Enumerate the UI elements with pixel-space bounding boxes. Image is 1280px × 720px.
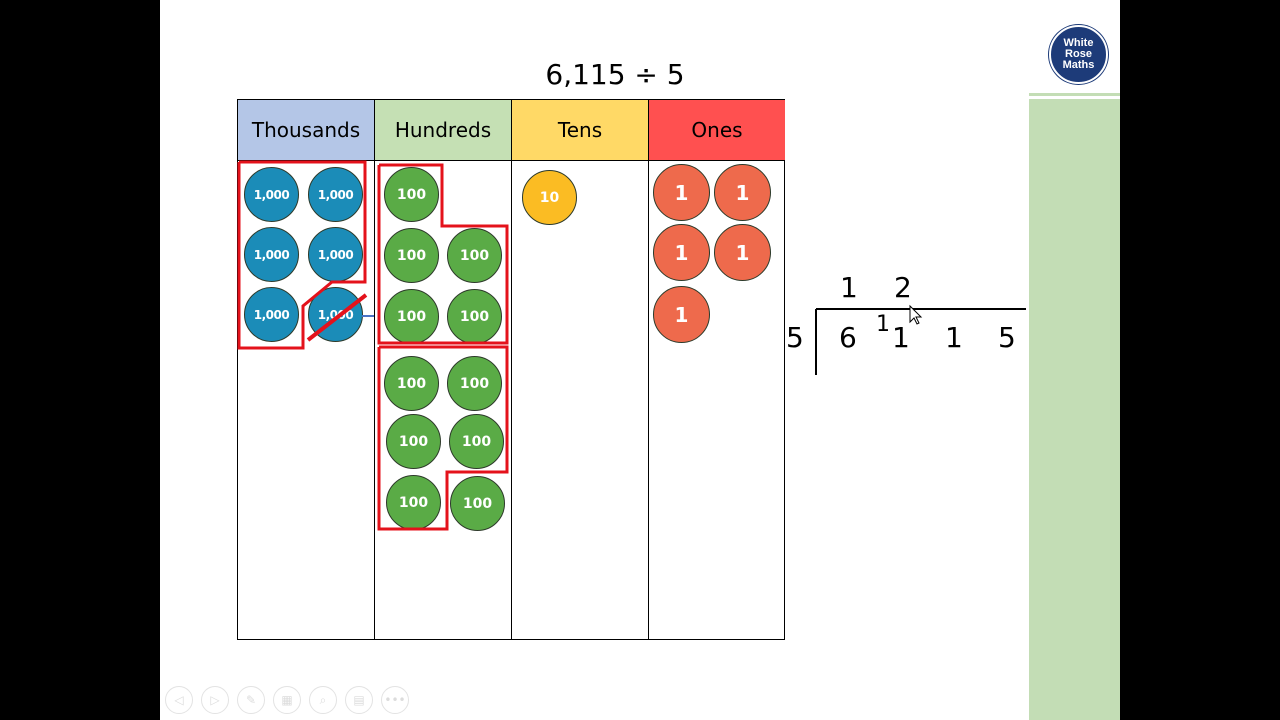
one-counter: 1 xyxy=(653,224,710,281)
header-hundreds: Hundreds xyxy=(375,100,512,161)
header-thousands: Thousands xyxy=(238,100,375,161)
next-icon[interactable]: ▷ xyxy=(201,686,229,714)
zoom-icon[interactable]: ⌕ xyxy=(309,686,337,714)
more-icon[interactable]: ••• xyxy=(381,686,409,714)
mouse-cursor-icon xyxy=(909,304,923,325)
one-counter: 1 xyxy=(653,286,710,343)
dividend-digit: 1 xyxy=(892,321,910,354)
thousand-counter: 1,000 xyxy=(244,227,299,282)
white-rose-maths-logo: White Rose Maths xyxy=(1049,25,1108,84)
hundred-counter: 100 xyxy=(386,414,441,469)
hundred-counter: 100 xyxy=(447,228,502,283)
presentation-toolbar: ◁ ▷ ✎ ▦ ⌕ ▤ ••• xyxy=(165,686,409,714)
side-bar: White Rose Maths xyxy=(1029,0,1120,720)
ten-counter: 10 xyxy=(522,170,577,225)
hundred-counter: 100 xyxy=(384,356,439,411)
slides-icon[interactable]: ▦ xyxy=(273,686,301,714)
thousand-counter: 1,000 xyxy=(308,227,363,282)
dividend-digit: 6 xyxy=(839,321,857,354)
divisor: 5 xyxy=(786,321,804,354)
hundred-counter: 100 xyxy=(447,356,502,411)
one-counter: 1 xyxy=(653,164,710,221)
thousand-counter: 1,000 xyxy=(308,167,363,222)
column-tens xyxy=(512,161,649,640)
thousand-counter: 1,000 xyxy=(244,287,299,342)
header-tens: Tens xyxy=(512,100,649,161)
problem-title: 6,115 ÷ 5 xyxy=(545,58,685,91)
hundred-counter: 100 xyxy=(384,289,439,344)
thousand-counter: 1,000 xyxy=(308,287,363,342)
one-counter: 1 xyxy=(714,224,771,281)
slide: White Rose Maths 6,115 ÷ 5 Thousands Hun… xyxy=(160,0,1120,720)
dividend-digit: 1 xyxy=(945,321,963,354)
place-value-chart: Thousands Hundreds Tens Ones xyxy=(237,99,785,640)
header-ones: Ones xyxy=(649,100,785,161)
dividend-digit: 5 xyxy=(998,321,1016,354)
hundred-counter: 100 xyxy=(447,289,502,344)
one-counter: 1 xyxy=(714,164,771,221)
hundred-counter: 100 xyxy=(384,167,439,222)
hundred-counter: 100 xyxy=(386,475,441,530)
column-thousands xyxy=(238,161,375,640)
previous-icon[interactable]: ◁ xyxy=(165,686,193,714)
carry-digit: 1 xyxy=(876,312,890,337)
quotient-digit: 1 xyxy=(840,271,858,304)
hundred-counter: 100 xyxy=(384,228,439,283)
subtitles-icon[interactable]: ▤ xyxy=(345,686,373,714)
quotient-digit: 2 xyxy=(894,271,912,304)
hundred-counter: 100 xyxy=(450,476,505,531)
column-hundreds xyxy=(375,161,512,640)
pen-icon[interactable]: ✎ xyxy=(237,686,265,714)
hundred-counter: 100 xyxy=(449,414,504,469)
thousand-counter: 1,000 xyxy=(244,167,299,222)
